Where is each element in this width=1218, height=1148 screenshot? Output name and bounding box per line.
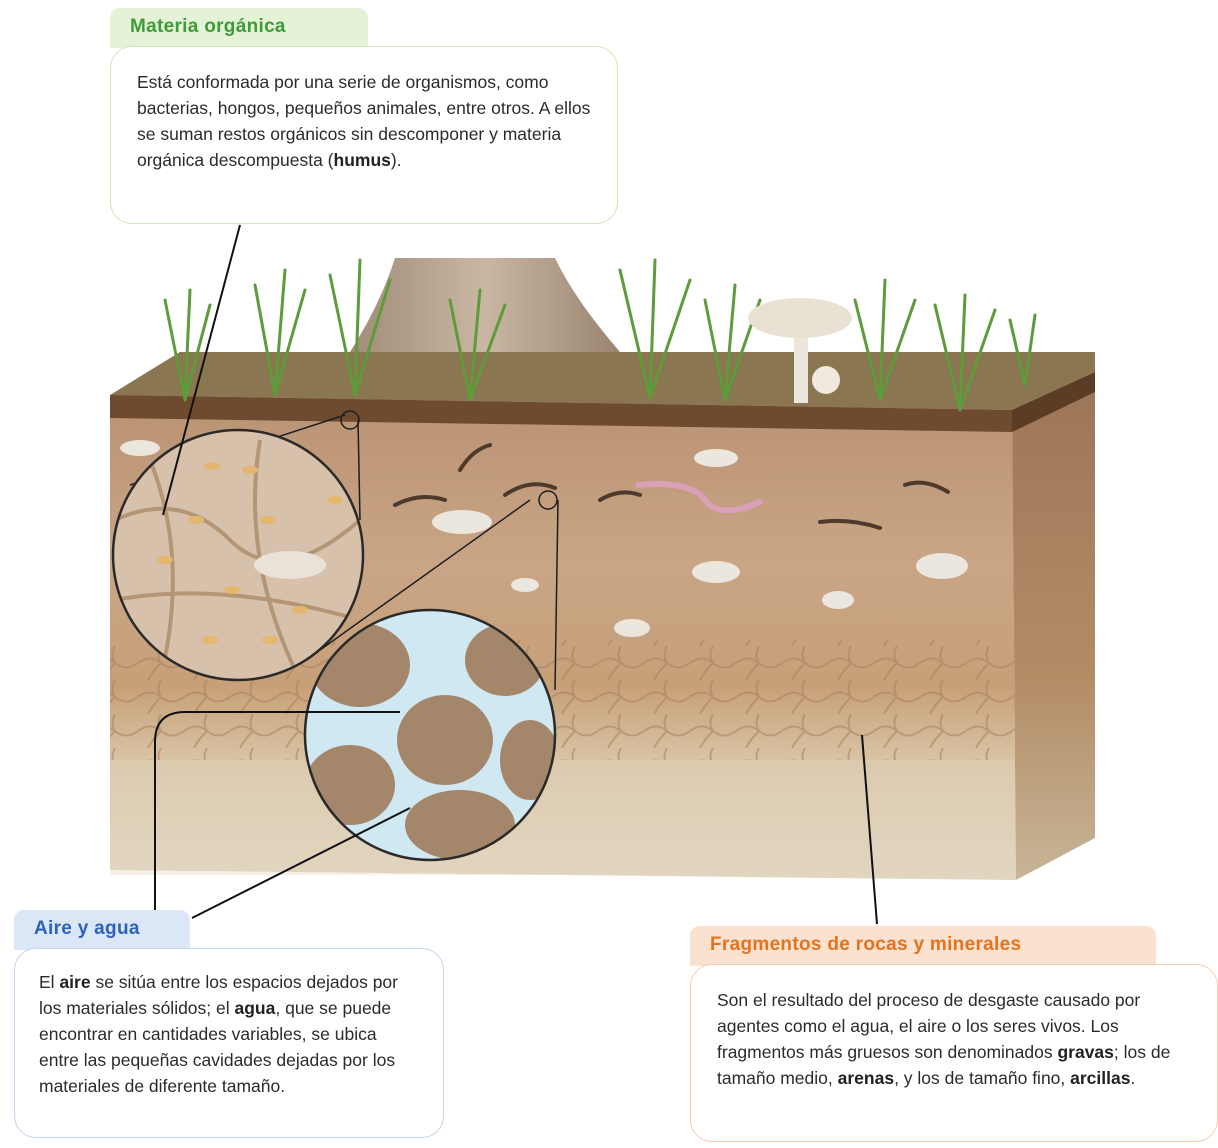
rocks-minerals-title: Fragmentos de rocas y minerales [690,926,1156,966]
air-water-title: Aire y agua [14,910,190,950]
air-text-1: El [39,972,59,992]
rocks-bold-arenas: arenas [838,1068,894,1088]
soil-side-face [1012,372,1095,880]
air-water-callout: El aire se sitúa entre los espacios deja… [14,948,444,1138]
tree-trunk [350,258,620,352]
rocks-text-4: . [1130,1068,1135,1088]
organic-bold-humus: humus [334,150,391,170]
rocks-minerals-callout: Son el resultado del proceso de desgaste… [690,964,1218,1142]
organic-matter-title: Materia orgánica [110,8,368,48]
rocks-text-3: , y los de tamaño fino, [894,1068,1070,1088]
organic-matter-callout: Está conformada por una serie de organis… [110,46,618,224]
air-bold-aire: aire [59,972,90,992]
rocks-bold-gravas: gravas [1057,1042,1113,1062]
rocks-bold-arcillas: arcillas [1070,1068,1130,1088]
air-bold-agua: agua [235,998,276,1018]
organic-text-2: ). [391,150,402,170]
litter-layer [110,352,1095,432]
